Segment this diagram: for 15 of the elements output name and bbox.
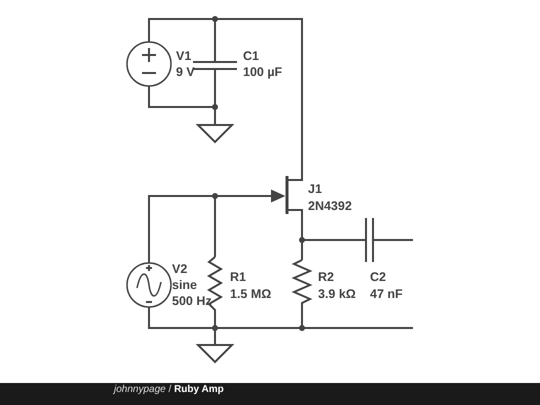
value-label: 47 nF: [370, 287, 403, 301]
value-label: 100 µF: [243, 65, 282, 79]
component-label: R2: [318, 270, 334, 284]
value-label: 1.5 MΩ: [230, 287, 272, 301]
component-label: C1: [243, 49, 259, 63]
component-label: C2: [370, 270, 386, 284]
value-label: 3.9 kΩ: [318, 287, 356, 301]
component-label: V1: [176, 49, 192, 63]
value-label: 2N4392: [308, 199, 352, 213]
value-label: sine: [172, 278, 198, 292]
component-label: J1: [308, 182, 322, 196]
author-and-title: johnnypage / Ruby Amp: [114, 384, 224, 395]
value-label: 500 Hz: [172, 294, 212, 308]
component-label: R1: [230, 270, 246, 284]
component-label: V2: [172, 262, 188, 276]
